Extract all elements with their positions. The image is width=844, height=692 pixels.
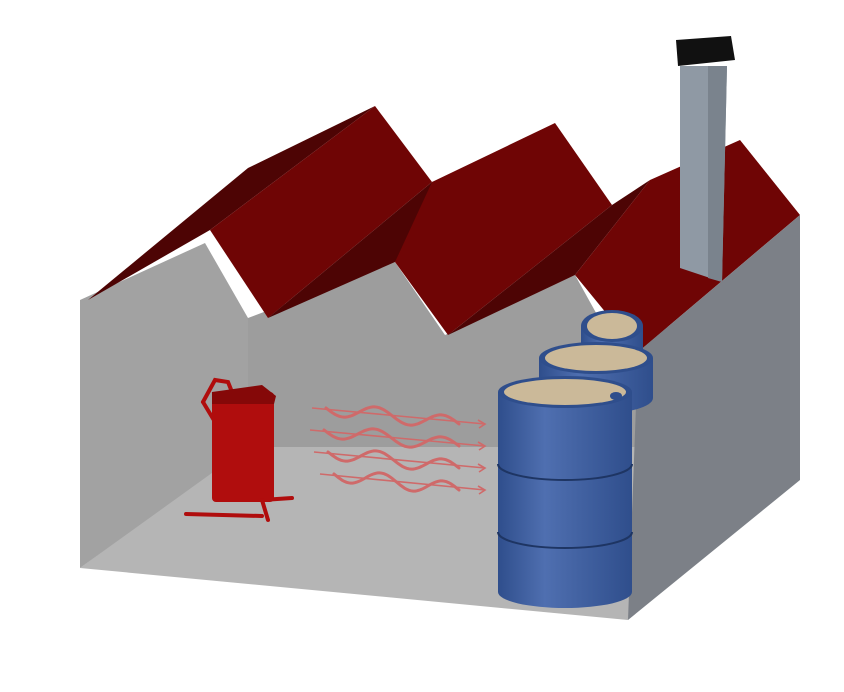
- heat-wave: [326, 449, 461, 471]
- barrel-ring: [497, 531, 633, 549]
- heater-icon: [184, 377, 294, 522]
- heater-handle: [201, 377, 234, 404]
- barrel-lid: [504, 379, 626, 405]
- heat-wave: [324, 405, 461, 427]
- barrel-lid: [587, 313, 637, 339]
- roof-ridge-side-3: [448, 180, 650, 335]
- roof-ridge-face-1: [210, 106, 432, 318]
- heat-wave: [322, 427, 461, 449]
- roof-ridge-side-1: [88, 106, 375, 300]
- oil-barrel: [497, 376, 633, 608]
- heat-wave-icon: [309, 405, 487, 495]
- barrel-lid: [545, 345, 647, 371]
- factory-left-wall: [80, 243, 248, 568]
- barrel-ring: [497, 463, 633, 481]
- heat-wave: [332, 471, 461, 493]
- chimney-icon: [676, 36, 735, 282]
- heater-base: [184, 498, 270, 522]
- heater-body: [212, 392, 274, 502]
- chimney-stack-shade: [708, 66, 727, 282]
- roof-ridge-side-2: [268, 170, 470, 318]
- heater-top: [212, 385, 276, 404]
- chimney-cap: [676, 36, 735, 66]
- barrel-cap: [610, 392, 622, 400]
- oil-barrel-icon: [497, 310, 653, 608]
- roof-ridge-face-2: [395, 123, 612, 335]
- factory-right-wall: [628, 215, 800, 620]
- barrel-body: [498, 392, 632, 608]
